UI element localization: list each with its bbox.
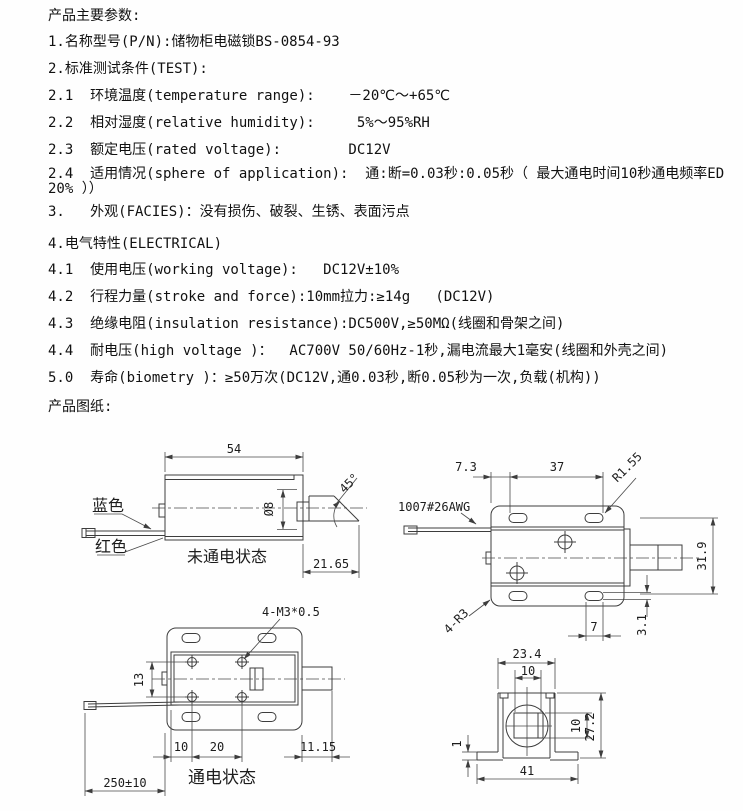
spec-line-stroke-force: 4.2 行程力量(stroke and force):10mm拉力:≥14g (… [48,289,495,305]
energized-plunger [301,666,333,691]
dim-label-4-r3: 4-R3 [441,606,471,636]
dim-label-31-9: 31.9 [695,542,709,571]
dim-label-3-1: 3.1 [635,614,649,636]
dim-label-10-top: 10 [521,664,535,678]
dim-label-11-15: 11.15 [300,740,336,754]
dim-label-45: 45° [337,471,362,496]
dim-10-20: 10 20 [153,702,243,762]
dim-label-23-4: 23.4 [513,647,542,661]
dim-1: 1 [450,735,477,777]
dim-3-1: 3.1 [603,575,651,636]
wire-label-red: 红色 [95,537,164,556]
dim-11-15: 11.15 [284,691,350,762]
dim-label-13: 13 [132,673,146,687]
drawing-side-view: 54 Ø8 [81,442,367,578]
spec-line-life: 5.0 寿命(biometry )：≥50万次(DC12V,通0.03秒,断0.… [48,370,601,386]
dim-label-20: 20 [210,740,224,754]
dim-4-r3: 4-R3 [441,599,491,636]
blue-wire-label: 蓝色 [92,496,124,515]
spec-line-application: 2.4 适用情况(sphere of application): 通:断=0.0… [48,166,725,182]
wire-gauge-label: 1007#26AWG [398,500,470,514]
screw-hole-2 [506,562,528,584]
energized-wire [83,701,181,710]
dim-label-10: 10 [174,740,188,754]
dim-45-degrees: 45° [332,471,362,528]
dim-label-r1-55: R1.55 [609,449,644,484]
top-view-body [485,505,625,607]
dim-label-1: 1 [450,740,464,747]
dim-label-21-65: 21.65 [313,557,349,571]
top-view-wire: 1007#26AWG [398,500,491,535]
dim-label-41: 41 [520,764,534,778]
spec-line-drawings-title: 产品图纸: [48,399,113,415]
dim-31-9: 31.9 [640,517,718,595]
spec-line-insulation: 4.3 绝缘电阻(insulation resistance):DC500V,≥… [48,316,565,332]
spec-line-model: 1.名称型号(P/N):储物柜电磁锁BS-0854-93 [48,34,340,50]
drawing-end-view: 23.4 10 [450,647,606,784]
technical-drawings: 54 Ø8 [81,442,718,796]
spec-line-working-voltage: 4.1 使用电压(working voltage): DC12V±10% [48,262,400,278]
spec-line-application-wrap: 20% ）） [48,181,103,197]
dim-label-7: 7 [590,620,597,634]
screw-hole-1 [554,531,576,553]
dim-label-7-3: 7.3 [455,460,477,474]
top-view-plunger [623,528,683,587]
spec-line-facies: 3. 外观(FACIES)：没有损伤、破裂、生锈、表面污点 [48,204,410,220]
dim-label-54: 54 [227,442,241,456]
dim-10-top: 10 [514,664,542,712]
end-view-bracket [476,692,579,761]
spec-line-high-voltage: 4.4 耐电压(high voltage )： AC700V 50/60Hz-1… [48,343,669,359]
spec-line-temp: 2.1 环境温度(temperature range): －20℃～+65℃ [48,88,451,104]
spec-line-electrical: 4.电气特性(ELECTRICAL) [48,236,223,252]
caption-deenergized: 未通电状态 [187,547,267,566]
dim-54: 54 [164,442,304,472]
dim-diameter-8: Ø8 [262,489,297,530]
dim-label-37: 37 [550,460,564,474]
spec-line-test: 2.标准测试条件(TEST): [48,61,208,77]
drawing-energized-view: 4-M3*0.5 [83,605,350,796]
solenoid-body-outline [158,474,304,541]
drawing-top-view: 7.3 37 R1.55 [398,449,718,641]
dim-label-thread: 4-M3*0.5 [262,605,320,619]
spec-line-voltage: 2.3 额定电压(rated voltage): DC12V [48,142,391,158]
dim-r1-55: R1.55 [604,449,645,514]
mount-screw-holes [185,655,249,704]
dim-250: 250±10 [84,713,166,796]
spec-line-title: 产品主要参数: [48,8,141,24]
plunger-latch [296,495,360,522]
dim-10-side: 10 [545,712,592,739]
dim-label-10-side: 10 [569,719,583,733]
dim-label-27-2: 27.2 [583,713,597,742]
dim-label-diameter: Ø8 [262,502,276,516]
dim-7-3-and-37: 7.3 37 [455,460,604,513]
wire-label-blue: 蓝色 [92,496,152,530]
dim-21-65: 21.65 [302,525,360,578]
lead-wires [81,528,165,538]
caption-energized: 通电状态 [188,768,256,788]
dim-label-250: 250±10 [103,776,146,790]
dim-13: 13 [132,661,188,698]
red-wire-label: 红色 [95,537,127,556]
dim-27-2: 27.2 [557,692,606,759]
dim-7: 7 [568,602,621,641]
dim-23-4: 23.4 [497,647,556,689]
end-view-core [505,687,552,756]
dim-thread: 4-M3*0.5 [243,605,320,660]
dim-41: 41 [476,764,579,784]
spec-line-humidity: 2.2 相对湿度(relative humidity): 5%～95%RH [48,115,430,131]
